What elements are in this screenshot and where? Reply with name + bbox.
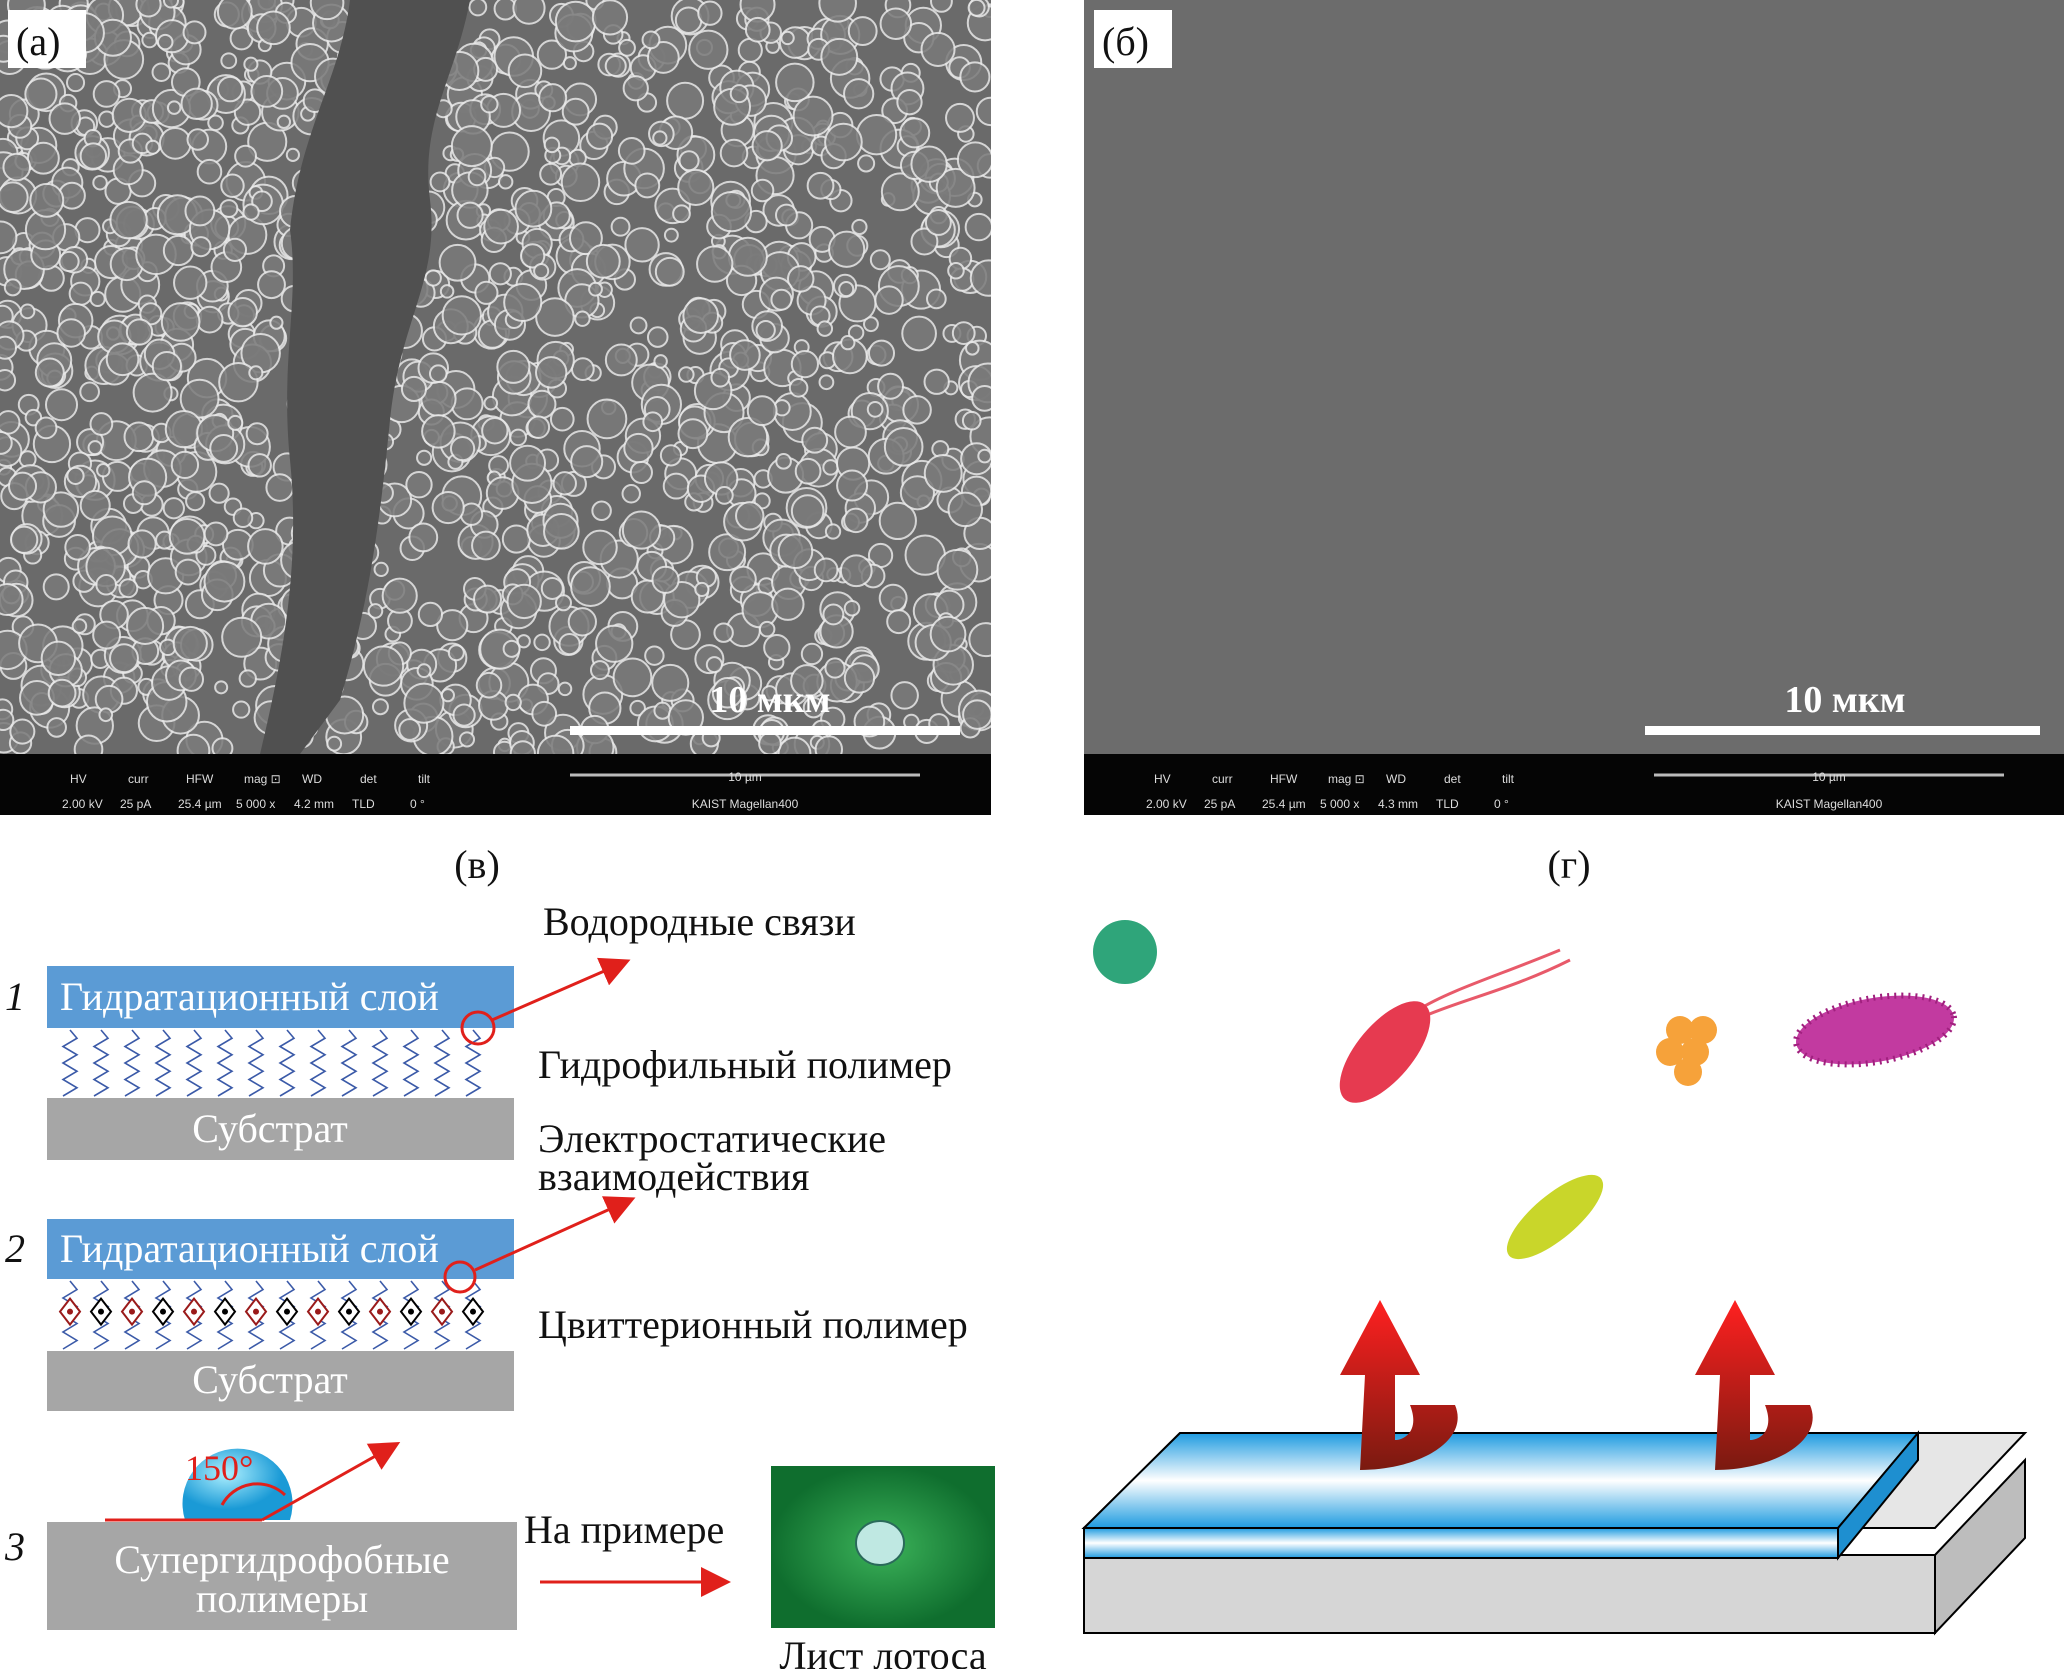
info-header: HV xyxy=(70,772,87,786)
info-value: TLD xyxy=(1436,797,1459,811)
info-header: HV xyxy=(1154,772,1171,786)
info-header: tilt xyxy=(1502,772,1515,786)
info-bar-scale: 10 µm xyxy=(728,770,762,784)
scale-bar-label-a: 10 мкм xyxy=(709,679,830,721)
microbe-green-cell xyxy=(1093,920,1157,984)
bacterium-pili xyxy=(1793,992,1957,1068)
info-value: 25 pA xyxy=(120,797,151,811)
substrate-label: Субстрат xyxy=(192,1106,347,1151)
bacterium-flagellated xyxy=(1339,948,1571,1103)
arrow xyxy=(474,1196,636,1272)
row-number: 2 xyxy=(5,1226,25,1271)
info-header: curr xyxy=(128,772,149,786)
scale-bar-label-b: 10 мкм xyxy=(1784,679,1905,721)
info-value: 5 000 x xyxy=(1320,797,1359,811)
info-instrument: KAIST Magellan400 xyxy=(692,797,799,811)
info-header: mag ⊡ xyxy=(1328,772,1365,786)
scale-bar-a xyxy=(570,726,960,735)
info-header: tilt xyxy=(418,772,431,786)
info-value: 2.00 kV xyxy=(62,797,103,811)
scheme-row-3: 3 150° Супергидрофобные полимеры На прим… xyxy=(4,1442,995,1669)
info-value: 0 ° xyxy=(1494,797,1509,811)
arrow xyxy=(491,957,631,1022)
example-label: На примере xyxy=(524,1507,724,1552)
info-header: mag ⊡ xyxy=(244,772,281,786)
coccus-cluster xyxy=(1656,1016,1717,1086)
hydration-layer xyxy=(47,1219,514,1279)
info-value: TLD xyxy=(352,797,375,811)
info-header: WD xyxy=(302,772,322,786)
sem-image-b: (б) 10 мкм HV 2.00 kV curr 25 pA HFW 25.4 µm m… xyxy=(1084,0,2064,815)
info-header: curr xyxy=(1212,772,1233,786)
scheme-row-2: 2 Гидратационный слой Субстрат Электрост… xyxy=(5,1116,968,1411)
info-bar-b: HV 2.00 kV curr 25 pA HFW 25.4 µm mag ⊡ 5 000 x… xyxy=(1084,754,2064,815)
hydration-layer xyxy=(47,966,514,1028)
interaction-label: взаимодействия xyxy=(538,1154,809,1199)
polymer-label: Цвиттерионный полимер xyxy=(538,1302,968,1347)
info-header: HFW xyxy=(186,772,214,786)
info-value: 2.00 kV xyxy=(1146,797,1187,811)
hydration-layer-label: Гидратационный слой xyxy=(60,974,439,1019)
antifouling-illustration xyxy=(1081,920,2028,1636)
info-value: 25 pA xyxy=(1204,797,1235,811)
water-droplet xyxy=(182,1448,293,1520)
interaction-label: Электростатические xyxy=(538,1116,886,1161)
bacterium-rod xyxy=(1506,1174,1604,1260)
superhydrophobic-substrate xyxy=(47,1522,517,1630)
repel-arrow xyxy=(1695,1300,1813,1470)
info-value: 5 000 x xyxy=(236,797,275,811)
repel-arrow xyxy=(1340,1300,1458,1470)
info-instrument: KAIST Magellan400 xyxy=(1776,797,1883,811)
polymer-label: Гидрофильный полимер xyxy=(538,1042,952,1087)
interaction-label: Водородные связи xyxy=(543,899,856,944)
contact-angle-label: 150° xyxy=(185,1448,253,1488)
lotus-leaf-caption: Лист лотоса xyxy=(779,1633,986,1669)
info-value: 0 ° xyxy=(410,797,425,811)
row-number: 3 xyxy=(4,1524,25,1569)
info-header: HFW xyxy=(1270,772,1298,786)
row-number: 1 xyxy=(5,974,25,1019)
panel-label-d: (г) xyxy=(1547,842,1590,887)
hydration-layer-label: Гидратационный слой xyxy=(60,1226,439,1271)
substrate-label: полимеры xyxy=(196,1576,368,1621)
hydrophilic-polymer-chains xyxy=(61,1029,482,1097)
scale-bar-b xyxy=(1645,726,2040,735)
info-header: det xyxy=(1444,772,1461,786)
substrate-label: Супергидрофобные xyxy=(114,1537,449,1582)
panel-label-c: (в) xyxy=(454,842,500,887)
info-bar-a: HV 2.00 kV curr 25 pA HFW 25.4 µm mag ⊡ 5 000 x… xyxy=(0,754,991,815)
info-bar-scale: 10 µm xyxy=(1812,770,1846,784)
info-value: 4.2 mm xyxy=(294,797,334,811)
panel-label-a: (а) xyxy=(16,19,60,64)
info-value: 25.4 µm xyxy=(1262,797,1306,811)
info-header: WD xyxy=(1386,772,1406,786)
info-value: 4.3 mm xyxy=(1378,797,1418,811)
substrate xyxy=(47,1351,514,1411)
info-value: 25.4 µm xyxy=(178,797,222,811)
scheme-row-1: 1 Гидратационный слой Субстрат Водородны… xyxy=(5,899,952,1160)
panel-label-b: (б) xyxy=(1102,19,1149,64)
substrate-label: Субстрат xyxy=(192,1357,347,1402)
zwitterionic-polymer-chains xyxy=(58,1280,485,1350)
substrate xyxy=(47,1098,514,1160)
info-header: det xyxy=(360,772,377,786)
sem-image-a: (а) 10 мкм HV 2.00 kV curr 25 pA HFW 25.4 µm m… xyxy=(0,0,991,815)
